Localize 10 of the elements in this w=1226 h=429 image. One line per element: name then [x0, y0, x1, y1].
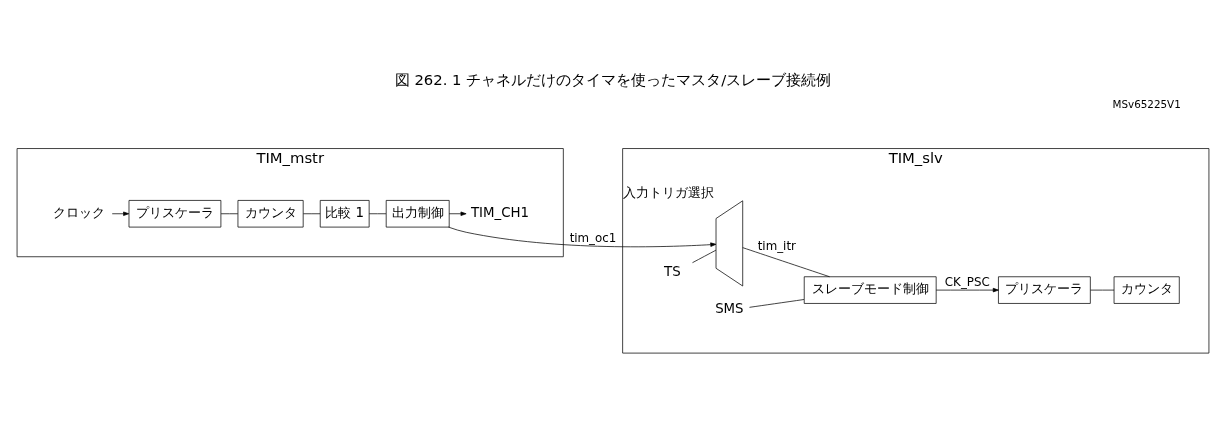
diagram-title: 図 262. 1 チャネルだけのタイマを使ったマスタ/スレーブ接続例 [394, 70, 832, 88]
edge-label: CK_PSC [944, 275, 990, 290]
node-label: 入力トリガ選択 [622, 184, 714, 200]
node-text: TIM_CH1 [470, 205, 529, 221]
label: MSv65225V1 [1112, 98, 1181, 111]
node-text: クロック [53, 205, 106, 221]
edge-label: tim_itr [757, 238, 796, 253]
node-text: SMS [715, 301, 744, 317]
edge-label: tim_oc1 [569, 230, 617, 245]
node-text: TS [663, 264, 681, 280]
